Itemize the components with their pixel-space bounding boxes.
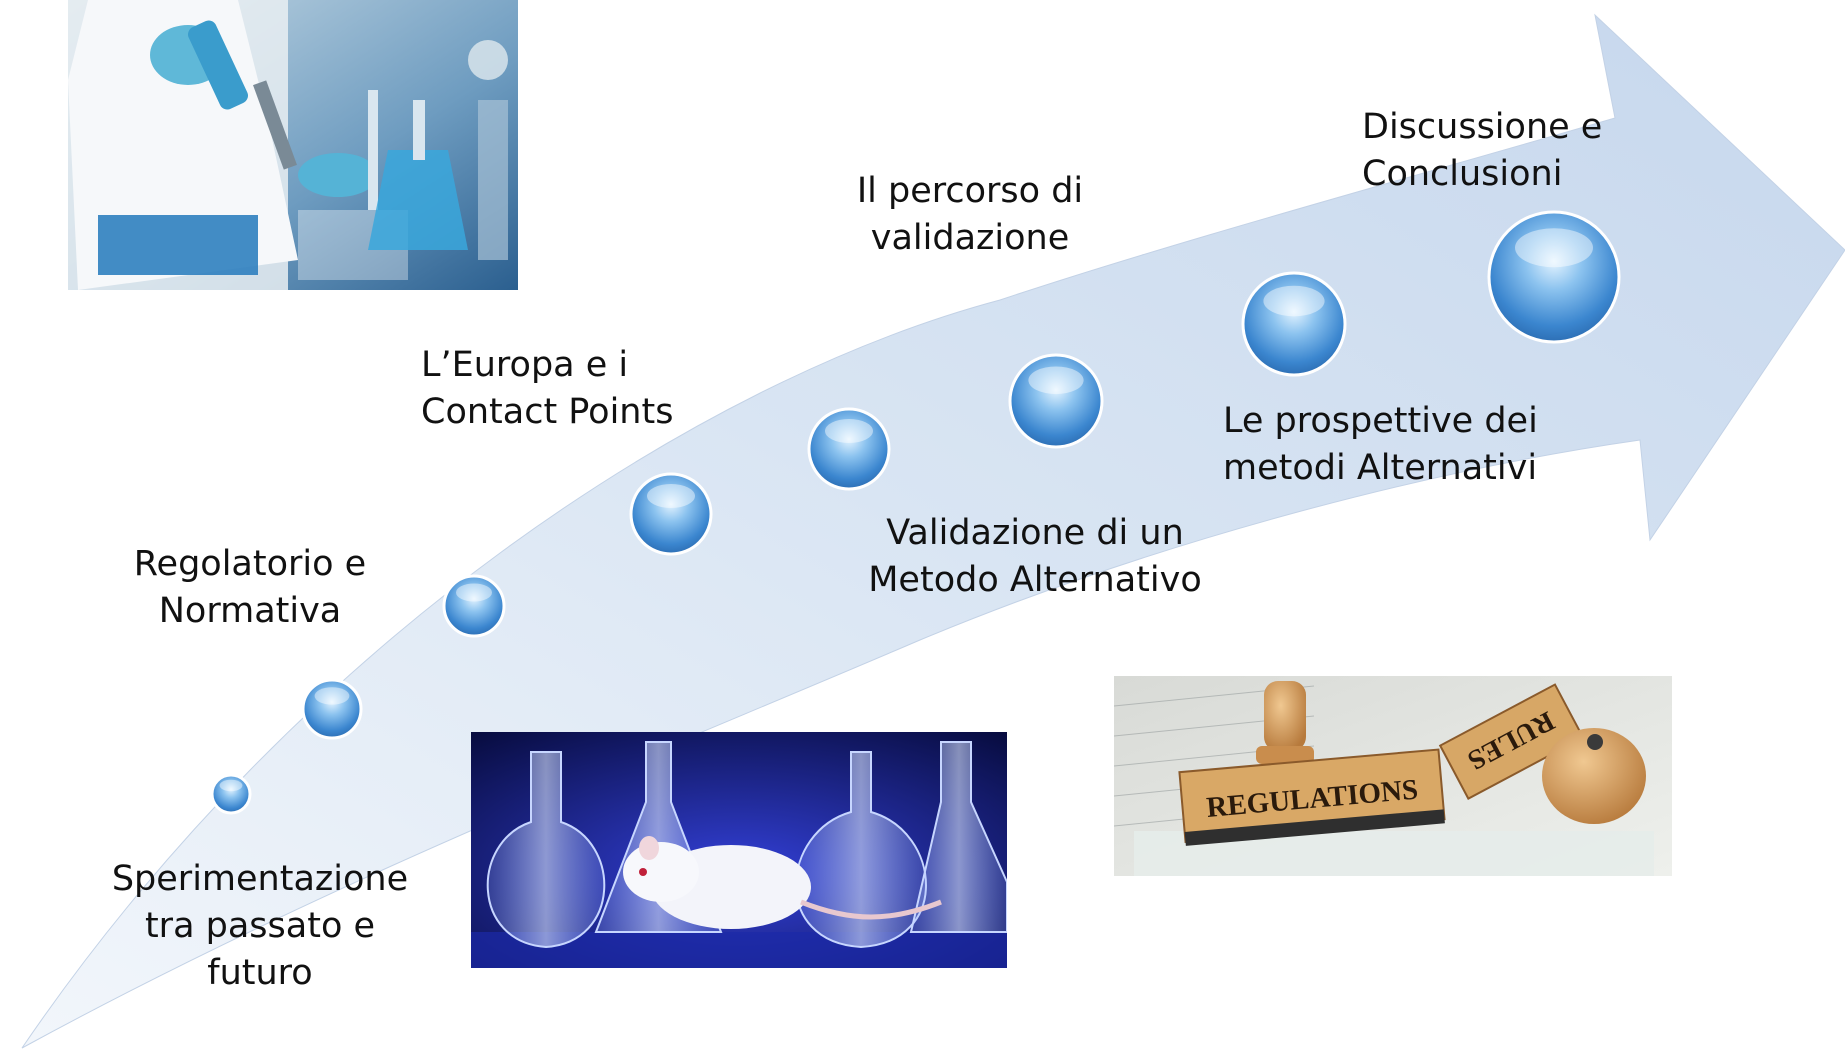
milestone-bubble-highlight	[1028, 366, 1084, 395]
milestone-bubble-highlight	[456, 583, 492, 602]
milestone-label-line: validazione	[870, 218, 1070, 258]
milestone-bubble-highlight	[825, 419, 873, 443]
milestone-label-line: Regolatorio e	[133, 544, 367, 584]
milestone-bubble-highlight	[219, 779, 243, 792]
milestone-bubble-4	[629, 472, 713, 556]
milestone-bubble-5	[807, 407, 891, 491]
milestone-bubble-7	[1241, 271, 1347, 377]
bubble-group	[210, 210, 1621, 815]
milestone-label-line: Discussione e	[1362, 107, 1603, 147]
milestone-label-2: Regolatorio e Normativa	[110, 541, 390, 635]
milestone-label-6: Le prospettive dei metodi Alternativi	[1223, 398, 1538, 492]
milestone-label-line: Normativa	[158, 591, 342, 631]
milestone-label-line: tra passato e	[144, 906, 376, 946]
milestone-label-5: Validazione di un Metodo Alternativo	[855, 510, 1215, 604]
milestone-bubble-3	[442, 574, 506, 638]
regulations-stamp-photo: REGULATIONS RULES	[1114, 676, 1672, 876]
milestone-label-line: Le prospettive dei	[1223, 401, 1538, 441]
milestone-bubble-highlight	[647, 484, 695, 508]
milestone-label-3: L’Europa e i Contact Points	[421, 342, 673, 436]
milestone-label-7: Discussione e Conclusioni	[1362, 104, 1602, 198]
lab-rat-flasks-photo	[471, 732, 1007, 968]
milestone-label-line: futuro	[207, 953, 313, 993]
milestone-bubble-8	[1487, 210, 1621, 344]
milestone-bubble-2	[301, 678, 363, 740]
milestone-label-1: Sperimentazione tra passato e futuro	[110, 856, 410, 997]
milestone-label-line: L’Europa e i	[421, 345, 629, 385]
milestone-bubble-6	[1008, 353, 1104, 449]
milestone-bubble-highlight	[1263, 285, 1325, 317]
milestone-label-line: Contact Points	[421, 392, 674, 432]
milestone-bubble-1	[210, 773, 252, 815]
milestone-label-line: Il percorso di	[856, 171, 1084, 211]
milestone-label-line: Metodo Alternativo	[868, 560, 1202, 600]
milestone-bubble-highlight	[314, 687, 350, 705]
milestone-bubble-highlight	[1515, 228, 1593, 268]
milestone-label-line: metodi Alternativi	[1223, 448, 1538, 488]
milestone-label-4: Il percorso di validazione	[820, 168, 1120, 262]
milestone-label-line: Sperimentazione	[111, 859, 409, 899]
laboratory-photo	[68, 0, 518, 290]
milestone-label-line: Validazione di un	[886, 513, 1184, 553]
milestone-label-line: Conclusioni	[1362, 154, 1563, 194]
